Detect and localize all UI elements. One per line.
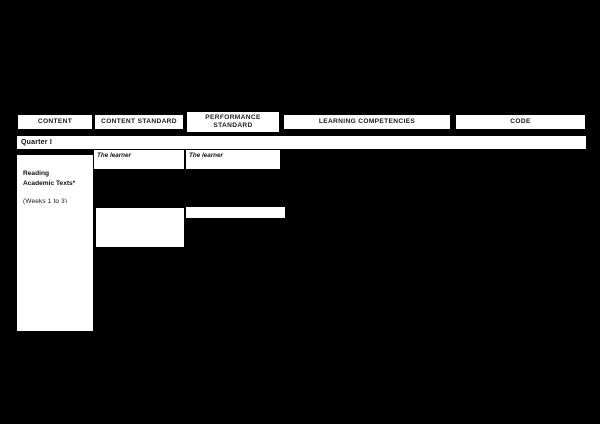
- table-cell-content-standard: The learner: [94, 150, 184, 167]
- content-standard-text-fragment: [94, 167, 184, 169]
- table-header-content-standard-label: CONTENT STANDARD: [101, 117, 177, 125]
- table-header-learning-competencies: LEARNING COMPETENCIES: [283, 114, 451, 130]
- table-header-content-standard: CONTENT STANDARD: [94, 114, 184, 130]
- quarter-label: Quarter I: [21, 139, 52, 146]
- performance-standard-continuation-block: [186, 207, 285, 218]
- content-standard-continuation-block: [96, 208, 184, 247]
- performance-standard-intro: The learner: [189, 152, 223, 159]
- table-header-content-label: CONTENT: [37, 117, 73, 125]
- content-cell-scan-fragment: [25, 203, 93, 209]
- content-standard-intro: The learner: [97, 152, 131, 159]
- quarter-row: Quarter I: [17, 136, 586, 149]
- table-header-learning-competencies-label: LEARNING COMPETENCIES: [318, 117, 416, 125]
- table-cell-performance-standard: The learner: [186, 150, 280, 167]
- performance-standard-text-fragment: [186, 167, 280, 169]
- table-header-performance-standard-line1: PERFORMANCE: [205, 113, 261, 121]
- content-weeks: (Weeks 1 to 3): [23, 198, 68, 206]
- table-header-content: CONTENT: [17, 114, 93, 130]
- table-header-performance-standard: PERFORMANCE STANDARD: [186, 111, 280, 133]
- table-header-code: CODE: [455, 114, 586, 130]
- table-cell-content: Reading Academic Texts* (Weeks 1 to 3): [17, 155, 93, 331]
- table-header-performance-standard-line2: STANDARD: [213, 122, 253, 129]
- content-title-line1: Reading: [23, 170, 50, 177]
- table-header-code-label: CODE: [510, 117, 531, 125]
- content-title-line2: Academic Texts*: [23, 179, 76, 187]
